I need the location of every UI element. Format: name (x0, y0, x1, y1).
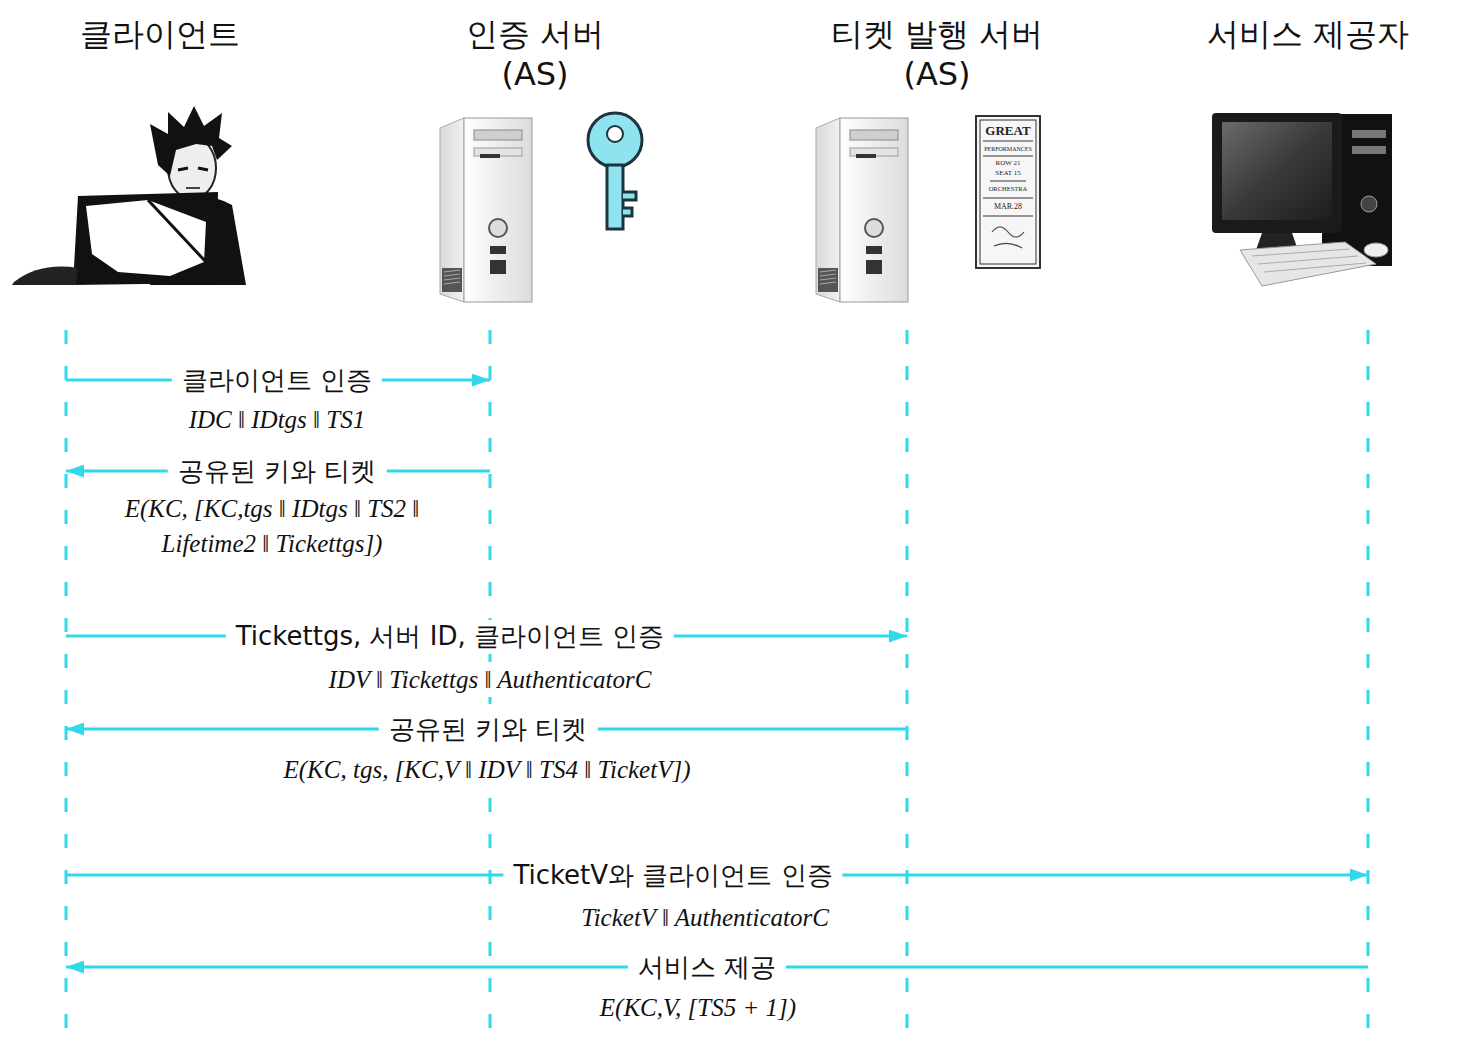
ticket-icon-part (976, 116, 1040, 268)
server-icon-part (442, 268, 462, 292)
server-icon-part (820, 270, 836, 284)
server-icon-part (818, 268, 838, 292)
message-formula: E(KC,V, [TS5 + 1]) (596, 990, 800, 1025)
person-icon-part (12, 267, 78, 285)
message-name: TicketV와 클라이언트 인증 (503, 859, 842, 891)
key-icon (588, 113, 642, 229)
server-icon-part (464, 118, 532, 302)
person-icon-part (178, 168, 208, 170)
message-formula: E(KC, tgs, [KC,V ‖ IDV ‖ TS4 ‖ TicketV]) (280, 752, 695, 787)
server-icon-part (490, 246, 506, 254)
ticket-icon (976, 116, 1040, 268)
computer-icon-part (1212, 113, 1342, 233)
server-icon-part (850, 130, 898, 140)
participant-title: 티켓 발행 서버 (AS) (812, 14, 1062, 94)
ticket-icon-part (992, 227, 1024, 248)
lifeline (66, 330, 1368, 1050)
participant-title: 클라이언트 (40, 14, 280, 54)
person-icon-part (73, 192, 218, 285)
key-icon-part (623, 192, 636, 216)
ticket-icon-part (983, 141, 1033, 216)
computer-icon-part (1222, 122, 1332, 220)
server-icon-part (840, 118, 908, 302)
ticket-print: ORCHESTRA (989, 186, 1028, 193)
message-formula: IDC ‖ IDtgs ‖ TS1 (185, 402, 370, 437)
ticket-print: PERFORMANCES (984, 146, 1032, 152)
computer-icon-part (1361, 196, 1377, 212)
ticket-print: ROW 21 (996, 160, 1021, 167)
computer-icon-part (1240, 242, 1376, 286)
person-icon-part (86, 200, 206, 276)
server-icon-part (865, 219, 883, 237)
key-icon-part (588, 113, 642, 167)
person-icon-part (148, 200, 206, 262)
server-icon-part (816, 118, 840, 302)
message-name: 공유된 키와 티켓 (379, 713, 598, 745)
key-icon-part (607, 126, 623, 142)
participant-column: 서비스 제공자 (1158, 14, 1458, 1044)
server-icon-part (866, 260, 882, 274)
message-formula: IDV ‖ Tickettgs ‖ AuthenticatorC (325, 662, 656, 697)
message-name: 서비스 제공 (628, 951, 786, 983)
message-formula: E(KC, [KC,tgs ‖ IDtgs ‖ TS2 ‖ Lifetime2 … (100, 491, 444, 561)
ticket-print: GREAT (985, 124, 1030, 137)
server-icon-part (490, 260, 506, 274)
person-icon (12, 106, 246, 285)
server-icon-part (444, 270, 460, 284)
message-name: Tickettgs, 서버 ID, 클라이언트 인증 (226, 620, 674, 652)
lifeline-part (1367, 330, 1370, 1050)
key-icon-part (607, 165, 623, 229)
message-name: 클라이언트 인증 (172, 364, 382, 396)
lifeline-part (65, 330, 68, 1050)
server-icon-part (440, 118, 464, 302)
server-icon-part (866, 246, 882, 254)
participant-title: 서비스 제공자 (1173, 14, 1443, 54)
server-icon-part (856, 154, 876, 158)
computer-icon-part (1364, 243, 1388, 257)
computer-icon-part (1352, 130, 1386, 138)
computer-icon (1212, 113, 1392, 286)
ticket-icon-part (980, 120, 1036, 264)
server-icon (816, 118, 908, 302)
participant-title: 인증 서버 (AS) (445, 14, 625, 94)
message-name: 공유된 키와 티켓 (168, 455, 387, 487)
person-icon-part (186, 187, 200, 189)
computer-icon-part (1252, 249, 1366, 272)
computer-icon-part (1352, 146, 1386, 154)
server-icon-part (489, 219, 507, 237)
ticket-print: MAR.28 (994, 203, 1022, 211)
message-formula: TicketV ‖ AuthenticatorC (577, 900, 833, 935)
lifeline-part (906, 330, 909, 1050)
ticket-print: SEAT 15 (995, 170, 1020, 177)
person-icon-part (150, 106, 232, 176)
server-icon (440, 118, 532, 302)
server-icon-part (474, 130, 522, 140)
server-icon-part (480, 154, 500, 158)
